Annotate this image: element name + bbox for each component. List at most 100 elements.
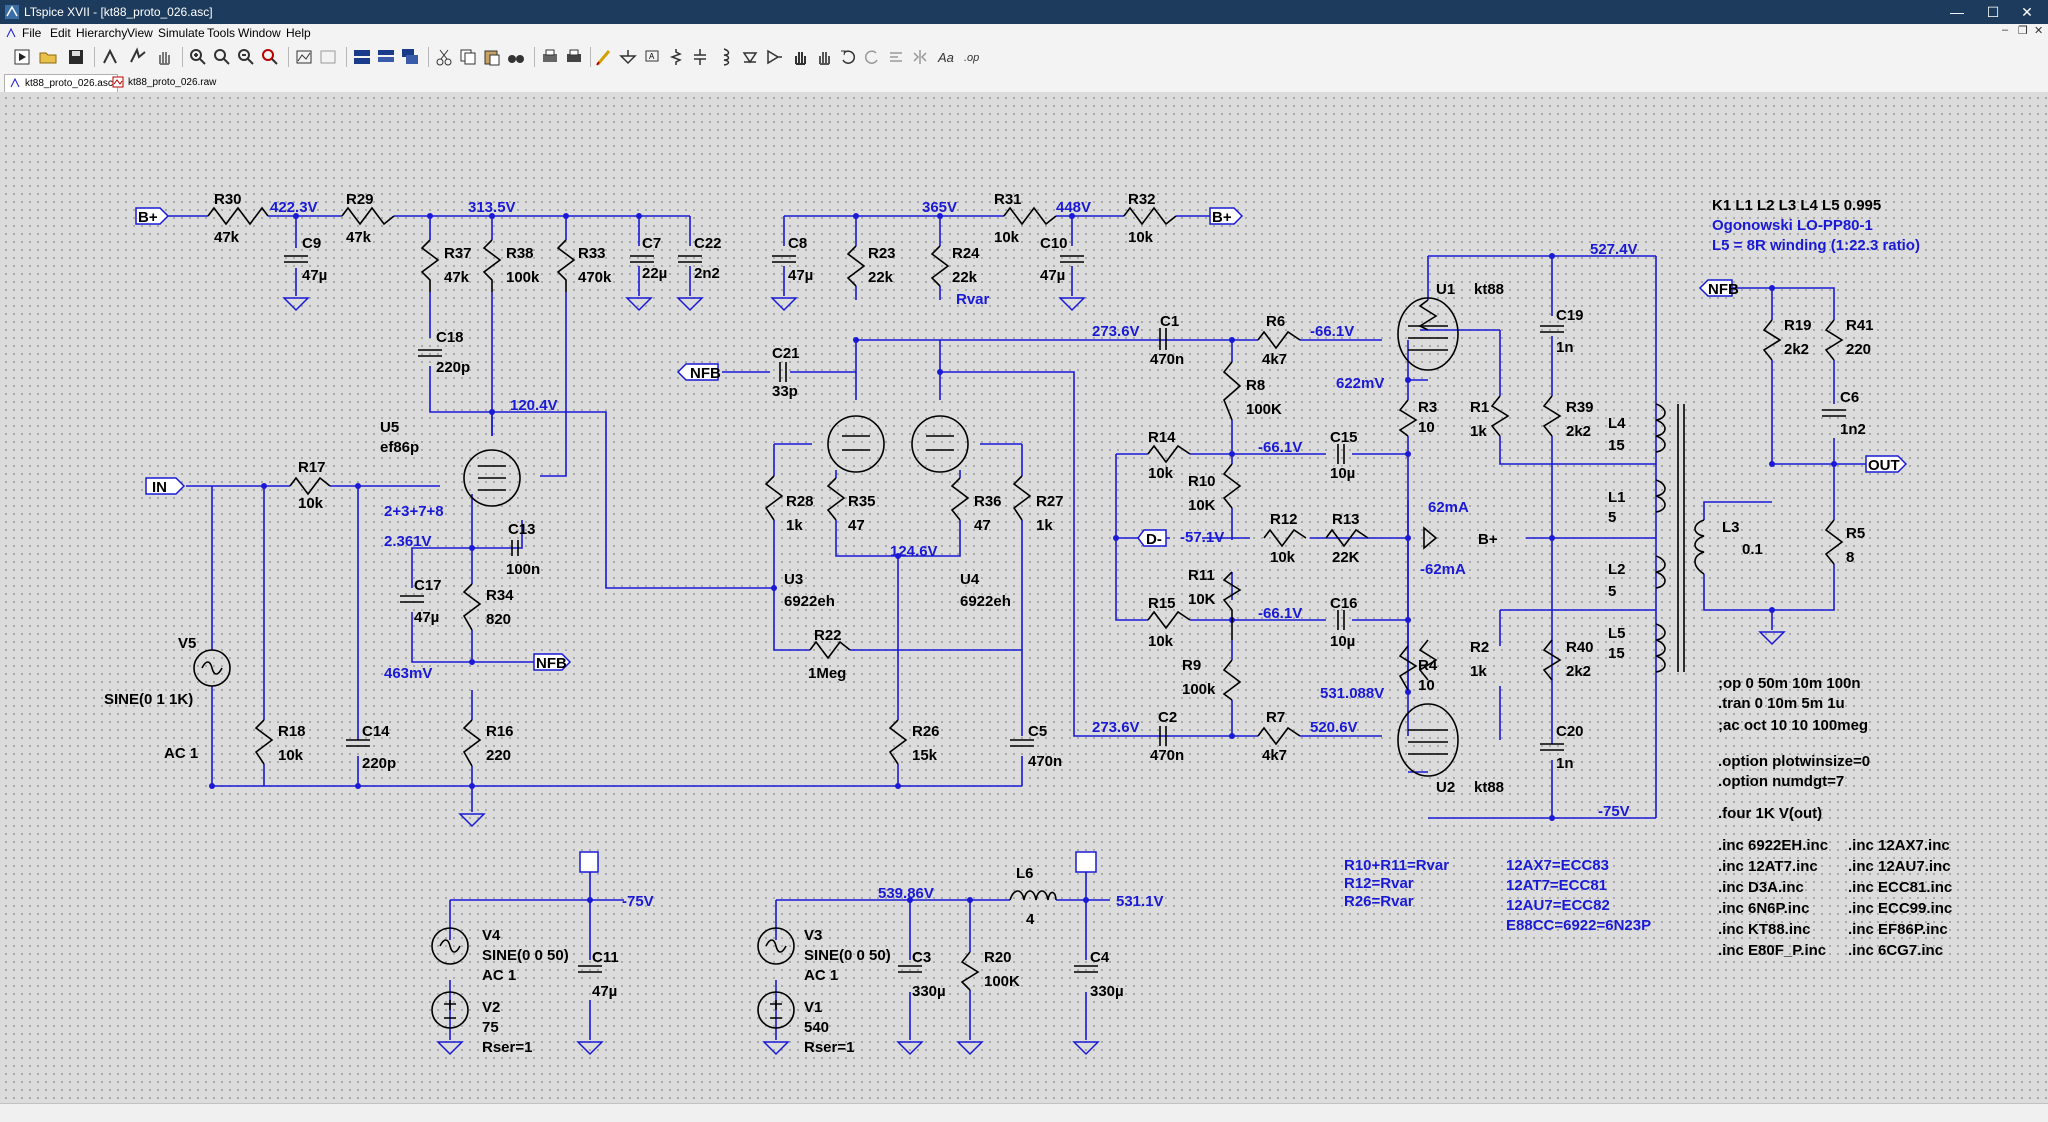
waveform-icon [112, 76, 124, 88]
annotation-note: R12=Rvar [1344, 875, 1414, 892]
ground-icon[interactable] [618, 47, 638, 67]
inductor-icon[interactable] [714, 47, 734, 67]
component-value: 22K [1332, 549, 1360, 566]
move-hand-icon[interactable] [790, 47, 810, 67]
text-icon[interactable]: Aa [936, 47, 956, 67]
cascade-icon[interactable] [400, 47, 420, 67]
run-simulation-icon[interactable] [128, 47, 148, 67]
component-ref: R36 [974, 493, 1002, 510]
spice-directive-icon[interactable]: .op [962, 47, 982, 67]
component-value: 75 [482, 1019, 499, 1036]
fit-icon[interactable] [318, 47, 338, 67]
net-label: Rvar [956, 291, 990, 308]
menu-help[interactable]: Help [286, 26, 311, 40]
mdi-minimize-button[interactable]: – [2002, 24, 2009, 36]
menu-tools[interactable]: Tools [207, 26, 236, 40]
control-panel-icon[interactable] [100, 47, 120, 67]
component-ref: R40 [1566, 639, 1594, 656]
rotate-icon[interactable] [886, 47, 906, 67]
node-voltage: -57.1V [1180, 529, 1224, 546]
component-ref: R27 [1036, 493, 1064, 510]
print-preview-icon[interactable] [540, 47, 560, 67]
halt-hand-icon[interactable] [154, 47, 174, 67]
mdi-restore-button[interactable]: ❐ [2018, 25, 2028, 37]
component-value: 0.1 [1742, 541, 1763, 558]
zoom-fit-icon[interactable] [260, 47, 280, 67]
component-icon[interactable] [764, 47, 784, 67]
node-voltage: 448V [1056, 199, 1091, 216]
component-ref: L5 [1608, 625, 1626, 642]
run-icon[interactable] [12, 47, 32, 67]
component-ref: R20 [984, 949, 1012, 966]
component-value: 470n [1150, 747, 1184, 764]
capacitor-icon[interactable] [690, 47, 710, 67]
component-value: 15k [912, 747, 938, 764]
component-ref: V4 [482, 927, 501, 944]
open-folder-icon[interactable] [38, 47, 58, 67]
undo-icon[interactable] [838, 47, 858, 67]
menu-window[interactable]: Window [238, 26, 281, 40]
diode-icon[interactable] [740, 47, 760, 67]
node-voltage: -75V [622, 893, 654, 910]
pan-icon[interactable] [212, 47, 232, 67]
net-label: Rser=1 [482, 1039, 532, 1056]
ltspice-app-icon[interactable] [4, 4, 20, 20]
copy-icon[interactable] [458, 47, 478, 67]
component-ref: C22 [694, 235, 722, 252]
find-icon[interactable] [506, 47, 526, 67]
component-ref: R30 [214, 191, 242, 208]
component-ref: C19 [1556, 307, 1584, 324]
components [193, 206, 1846, 1029]
tile-horizontal-icon[interactable] [352, 47, 372, 67]
component-value: kt88 [1474, 281, 1504, 298]
cut-icon[interactable] [434, 47, 454, 67]
redo-icon[interactable] [862, 47, 882, 67]
node-voltage: 463mV [384, 665, 432, 682]
component-ref: U1 [1436, 281, 1455, 298]
menu-view[interactable]: View [127, 26, 153, 40]
save-icon[interactable] [66, 47, 86, 67]
component-ref: C17 [414, 577, 442, 594]
zoom-in-icon[interactable] [188, 47, 208, 67]
resistor-icon[interactable] [666, 47, 686, 67]
label-net-icon[interactable]: A [642, 47, 662, 67]
node-voltage: 124.6V [890, 543, 938, 560]
draw-wire-icon[interactable] [594, 47, 614, 67]
component-value: 47µ [1040, 267, 1065, 284]
component-value: 10k [1270, 549, 1296, 566]
minimize-button[interactable]: — [1950, 4, 1964, 20]
tab-schematic[interactable]: kt88_proto_026.asc [4, 74, 118, 92]
component-ref: R19 [1784, 317, 1812, 334]
window-title: LTspice XVII - [kt88_proto_026.asc] [24, 5, 213, 19]
schematic-drawing[interactable]: R3047kR2947kC947µR3747kR38100kR33470kC72… [0, 92, 2048, 1103]
menu-file[interactable]: File [22, 26, 42, 40]
spice-directive: .four 1K V(out) [1718, 805, 1822, 822]
component-value: 100k [1182, 681, 1216, 698]
tile-vertical-icon[interactable] [376, 47, 396, 67]
print-icon[interactable] [564, 47, 584, 67]
menu-hierarchy[interactable]: Hierarchy [76, 26, 128, 40]
component-ref: R3 [1418, 399, 1437, 416]
spice-directive: .inc ECC81.inc [1848, 879, 1952, 896]
menu-simulate[interactable]: Simulate [158, 26, 205, 40]
spice-directive: .inc 6922EH.inc [1718, 837, 1828, 854]
node-voltage: 527.4V [1590, 241, 1638, 258]
paste-icon[interactable] [482, 47, 502, 67]
spice-directive: .inc EF86P.inc [1848, 921, 1948, 938]
maximize-button[interactable]: ☐ [1986, 4, 2000, 20]
component-value: 2n2 [694, 265, 720, 282]
autorange-icon[interactable] [294, 47, 314, 67]
tab-waveform[interactable]: kt88_proto_026.raw [108, 74, 220, 91]
drag-hand-icon[interactable] [814, 47, 834, 67]
mdi-close-button[interactable]: ✕ [2034, 25, 2044, 37]
component-value: 1n2 [1840, 421, 1866, 438]
tab-label: kt88_proto_026.asc [25, 78, 113, 89]
menu-edit[interactable]: Edit [50, 26, 71, 40]
component-ref: C21 [772, 345, 800, 362]
component-ref: R35 [848, 493, 876, 510]
zoom-out-icon[interactable] [236, 47, 256, 67]
document-icon[interactable] [5, 27, 17, 39]
close-button[interactable]: ✕ [2021, 4, 2033, 20]
mirror-icon[interactable] [910, 47, 930, 67]
